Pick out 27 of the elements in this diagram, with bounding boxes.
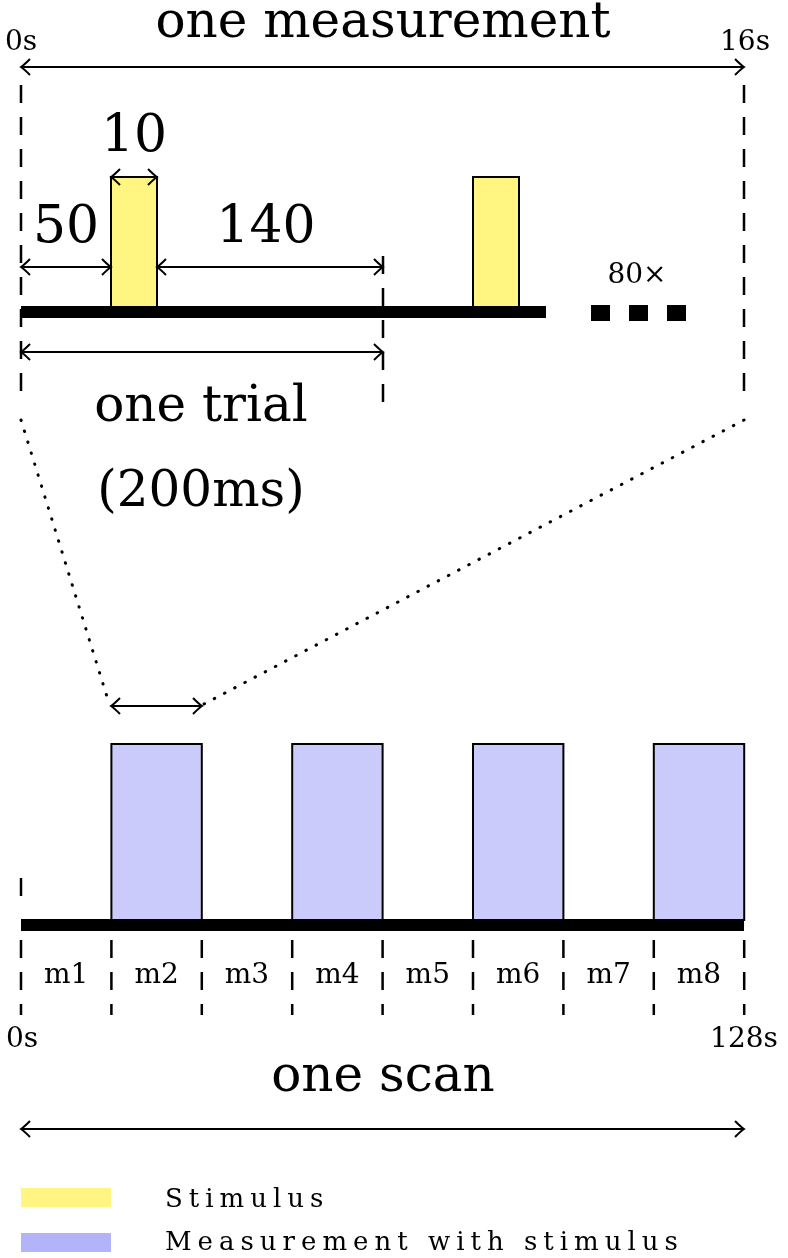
measurement-label: m8 (676, 960, 722, 986)
time-label: 0s (5, 1024, 39, 1050)
measurement-label: m7 (586, 960, 631, 986)
stimulus-bar (110, 176, 158, 308)
time-label: 128s (710, 1024, 778, 1050)
measurement-bar (472, 743, 565, 921)
stimulus-bar (472, 176, 520, 308)
legend-label: Stimulus (165, 1187, 330, 1211)
dimension-label: one measurement (155, 0, 611, 44)
dimension-label: 50 (32, 200, 100, 248)
dimension-label: one scan (271, 1052, 495, 1098)
dimension-label: one trial (200ms) (93, 374, 309, 521)
time-label: 0s (4, 27, 38, 53)
measurement-label: m3 (224, 960, 270, 986)
legend-label: Measurement with stimulus (165, 1230, 684, 1254)
dimension-label: 140 (216, 200, 316, 248)
measurement-label: m5 (405, 960, 450, 986)
measurement-bar (652, 743, 746, 921)
measurement-label: m2 (134, 960, 179, 986)
time-label: 16s (720, 27, 770, 53)
repeat-count-label: 80× (607, 260, 667, 286)
measurement-label: m4 (315, 960, 360, 986)
measurement-label: m1 (44, 960, 89, 986)
dimension-label: 10 (100, 109, 168, 157)
measurement-bar (291, 743, 384, 921)
measurement-bar (110, 743, 203, 921)
measurement-label: m6 (496, 960, 541, 986)
